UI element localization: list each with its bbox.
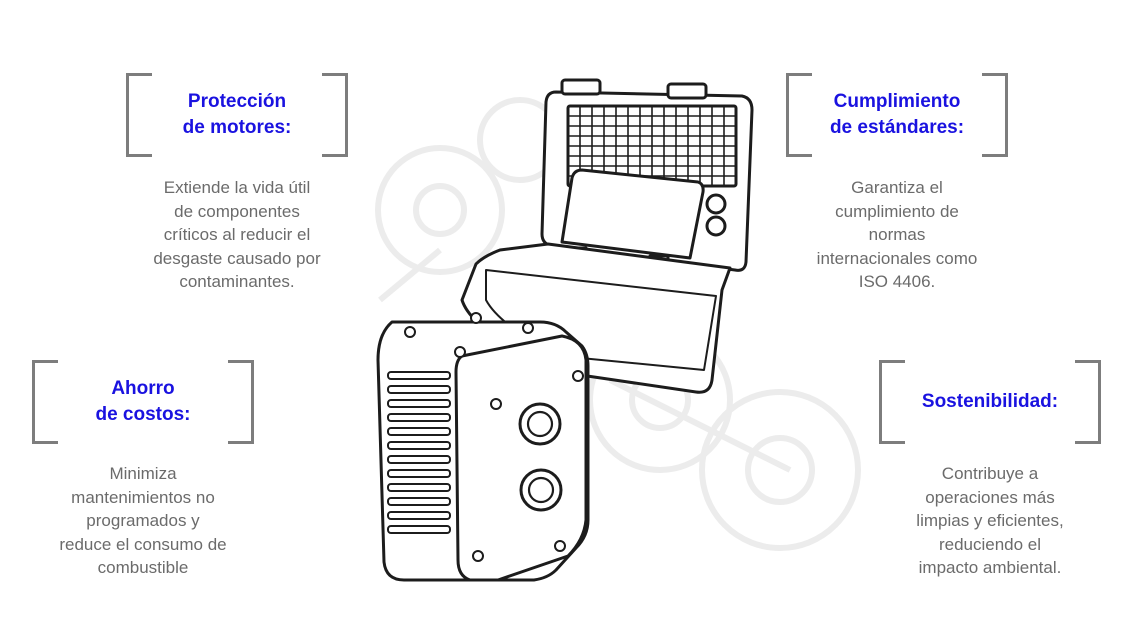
feature-title: Ahorro de costos: [95,378,191,425]
control-box-icon [376,312,590,582]
bracket-right [982,73,1008,157]
feature-title: Protección de motores: [182,91,292,138]
feature-description: Minimiza mantenimientos no programados y… [59,464,227,577]
bracket-right [228,360,254,444]
bracket-left [126,73,152,157]
bracket-right [322,73,348,157]
bracket-left [879,360,905,444]
feature-description: Extiende la vida útil de componentes crí… [153,178,321,291]
bracket-left [32,360,58,444]
feature-description: Garantiza el cumplimiento de normas inte… [816,178,978,291]
feature-title: Cumplimiento de estándares: [829,91,965,138]
bracket-left [786,73,812,157]
case-unit-icon [460,78,754,394]
bracket-right [1075,360,1101,444]
feature-title: Sostenibilidad: [921,391,1059,412]
feature-description: Contribuye a operaciones más limpias y e… [916,464,1064,577]
gear-watermark-icon [375,97,861,551]
